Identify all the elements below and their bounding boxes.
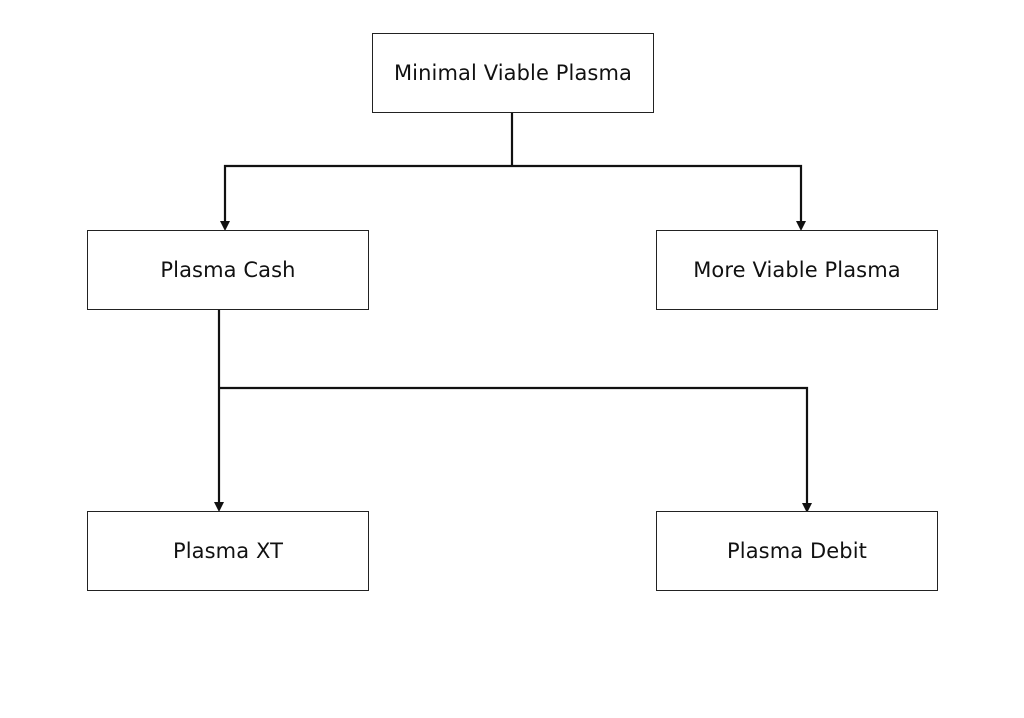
edge-root-to-mvp (512, 164, 803, 222)
node-label: Minimal Viable Plasma (393, 61, 633, 85)
node-label: More Viable Plasma (693, 258, 901, 282)
node-plasma-debit: Plasma Debit (656, 511, 938, 591)
arrowhead-xt (214, 502, 224, 512)
node-plasma-cash: Plasma Cash (87, 230, 369, 310)
node-plasma-xt: Plasma XT (87, 511, 369, 591)
node-label: Plasma XT (172, 539, 284, 563)
node-more-viable-plasma: More Viable Plasma (656, 230, 938, 310)
node-minimal-viable-plasma: Minimal Viable Plasma (372, 33, 654, 113)
edge-root-to-cash (223, 164, 512, 222)
arrowhead-debit (802, 503, 812, 513)
arrowhead-cash (220, 221, 230, 231)
arrowhead-mvp (796, 221, 806, 231)
edge-cash-to-debit (219, 386, 809, 504)
node-label: Plasma Debit (727, 539, 867, 563)
node-label: Plasma Cash (160, 258, 296, 282)
